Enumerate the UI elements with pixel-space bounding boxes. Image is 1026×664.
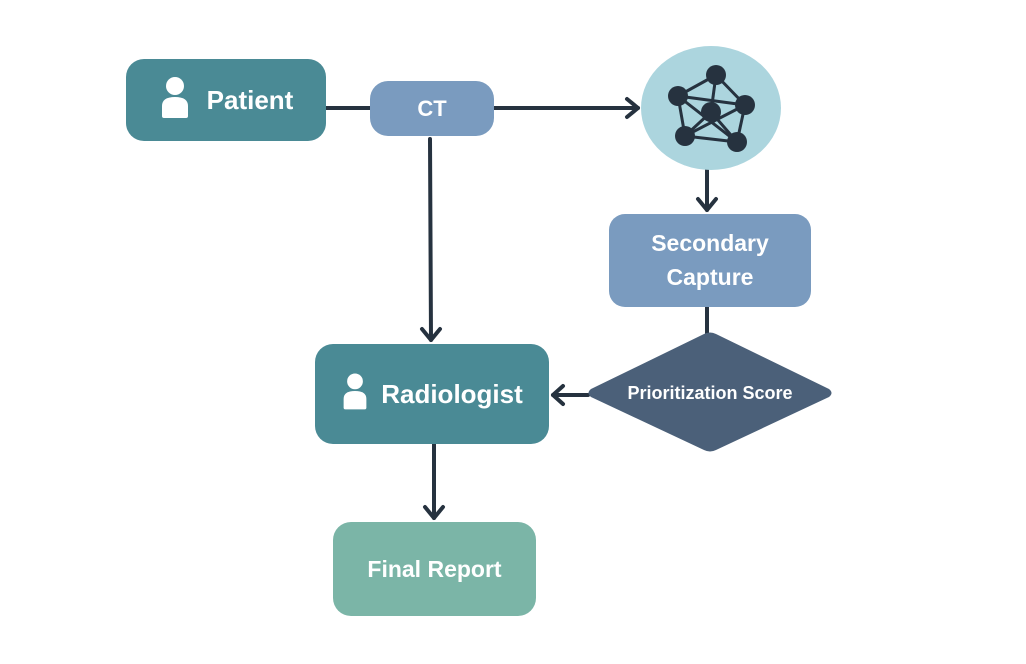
arrowhead-ai-model <box>625 97 640 119</box>
radiologist-node: Radiologist <box>315 344 549 444</box>
radiologist-label: Radiologist <box>381 378 523 409</box>
patient-label: Patient <box>206 84 294 115</box>
final-report-label: Final Report <box>367 555 502 582</box>
arrowhead-radiologist-top <box>420 327 442 342</box>
person-icon <box>159 76 191 125</box>
secondary-capture-node: Secondary Capture <box>609 214 811 307</box>
prioritization-score-diamond <box>588 332 832 452</box>
final-report-node: Final Report <box>333 522 536 616</box>
prioritization-score-label: Prioritization Score <box>610 360 810 426</box>
prioritization-score-line2: Score <box>742 382 793 403</box>
network-graph-nodes <box>668 65 755 152</box>
ct-node: CT <box>370 81 494 136</box>
arrow-ct-to-radiologist <box>428 137 433 342</box>
prioritization-score-line1: Prioritization <box>627 382 738 403</box>
ct-label: CT <box>417 95 447 121</box>
secondary-capture-label-line1: Secondary <box>651 230 769 257</box>
arrowhead-radiologist-right <box>551 384 565 406</box>
person-icon <box>341 371 369 418</box>
arrowhead-final-report <box>423 505 445 520</box>
secondary-capture-label-line2: Capture <box>666 263 754 290</box>
patient-node: Patient <box>126 59 326 141</box>
arrowhead-secondary-capture <box>696 197 718 212</box>
